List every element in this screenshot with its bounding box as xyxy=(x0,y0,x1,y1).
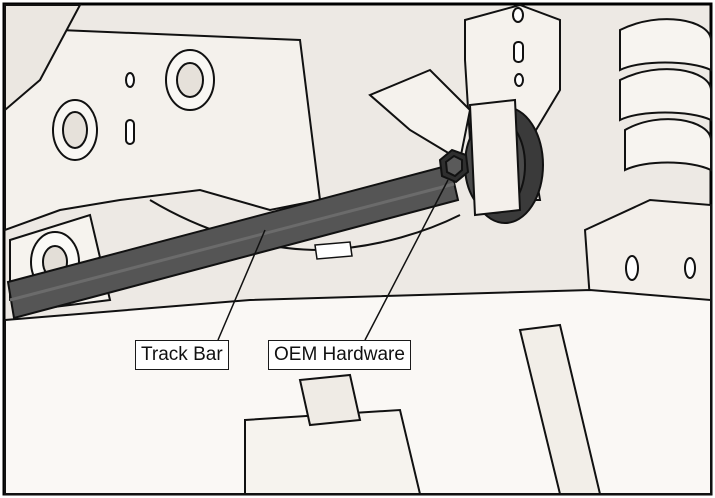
oem-hardware-label: OEM Hardware xyxy=(268,340,411,370)
oem-hardware-leader xyxy=(364,179,449,341)
oem-hardware xyxy=(438,98,544,224)
coil-spring xyxy=(619,18,712,172)
track-bar-leader xyxy=(217,229,266,341)
track-bar-label: Track Bar xyxy=(135,340,229,370)
bolt-tab xyxy=(468,98,522,217)
frame-bracket-left xyxy=(4,28,322,232)
track-bar-highlight xyxy=(9,182,455,302)
axle-housing xyxy=(4,288,712,495)
brake-line-clip xyxy=(314,241,353,260)
upper-rail xyxy=(4,4,82,113)
